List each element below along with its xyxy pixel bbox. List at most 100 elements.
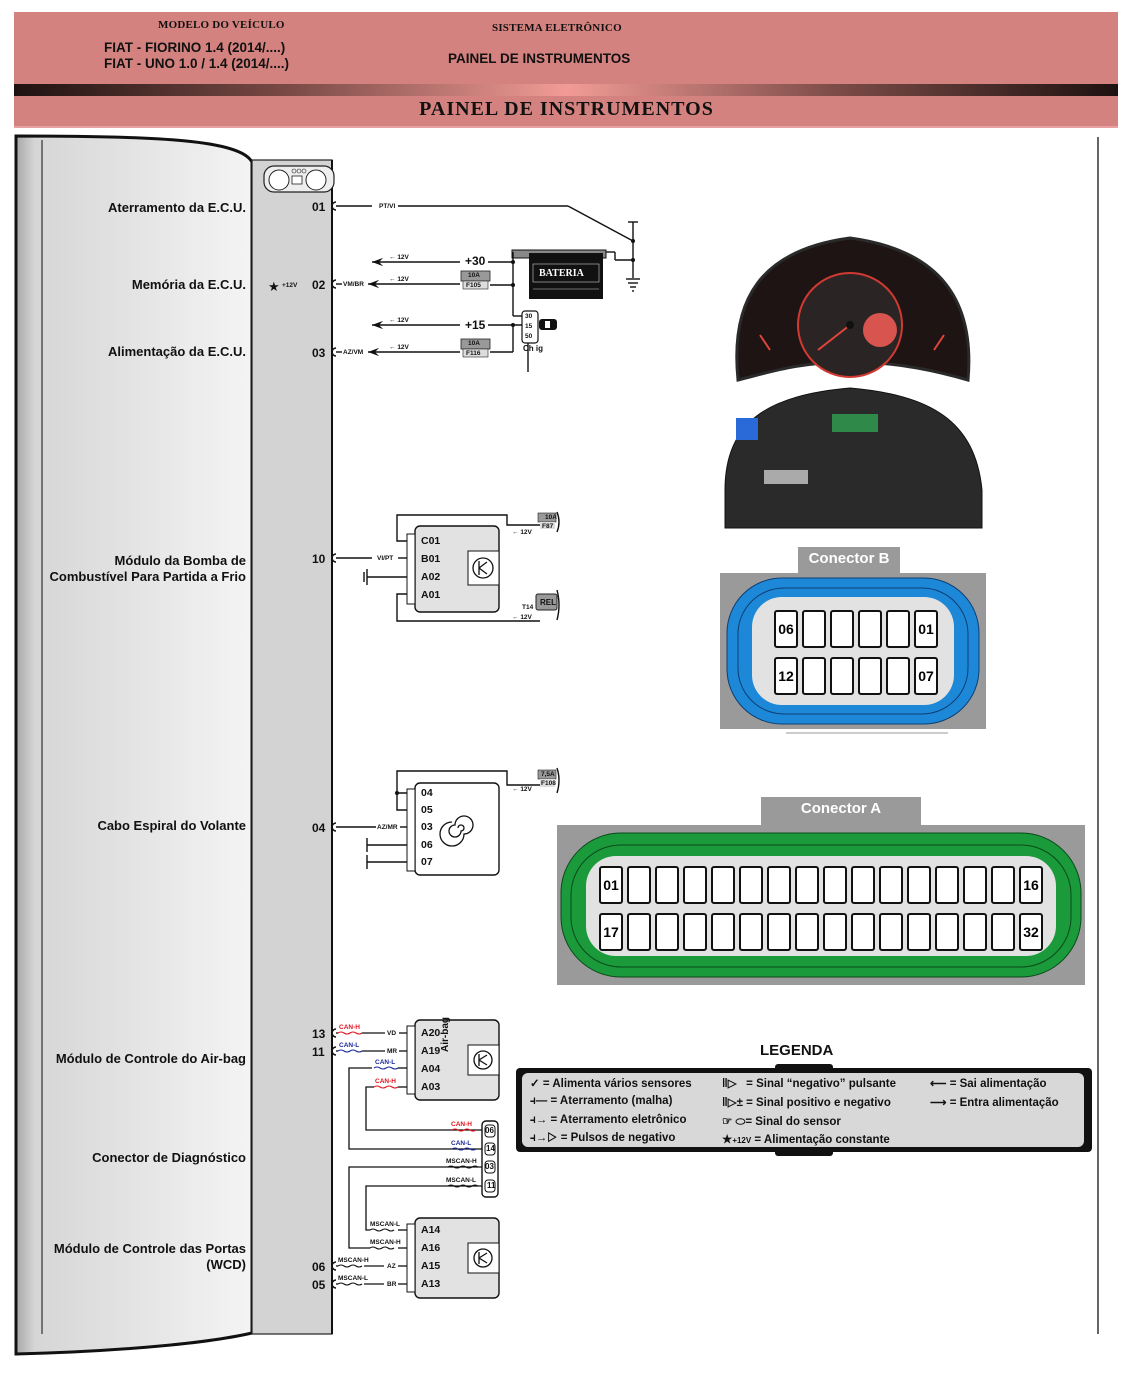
connector-pin-cavity	[858, 610, 882, 648]
diag-pin-03: 03	[485, 1162, 494, 1171]
connector-pin-cavity	[1019, 866, 1043, 904]
battery-label: BATERIA	[539, 268, 584, 279]
fuse-f108-name: F108	[541, 780, 556, 787]
legend-text: = Sinal positivo e negativo	[746, 1097, 891, 1109]
connector-a-diagram	[557, 825, 1085, 985]
diag-pin-11: 11	[487, 1181, 496, 1190]
diag-pin-06: 06	[485, 1126, 494, 1135]
legend-text: = Entra alimentação	[949, 1097, 1059, 1109]
connector-pin-cavity	[599, 913, 623, 951]
label-door-module: Módulo de Controle das Portas (WCD)	[54, 1241, 246, 1273]
pos-neg-signal-icon: ‖▷±	[722, 1097, 743, 1109]
model-caption: MODELO DO VEÍCULO	[158, 19, 285, 31]
connector-pin-cavity	[991, 866, 1015, 904]
connector-pin-cavity	[711, 866, 735, 904]
connector-pin-cavity	[711, 913, 735, 951]
star-icon: ★	[268, 279, 280, 294]
connector-pin-cavity	[851, 913, 875, 951]
legend-text: = Pulsos de negativo	[560, 1132, 676, 1144]
header-banner	[14, 12, 1118, 84]
legend-title: LEGENDA	[760, 1042, 834, 1059]
voltage-value: 12V	[397, 344, 409, 351]
connector-pin-cavity	[935, 866, 959, 904]
legend-item: ⫞→ = Aterramento eletrônico	[530, 1114, 686, 1127]
connector-pin-cavity	[774, 610, 798, 648]
ecu-pin-02: 02	[312, 278, 326, 292]
wire-01-ground	[336, 205, 640, 292]
legend-text: = Sai alimentação	[949, 1078, 1047, 1090]
label-line: Módulo da Bomba de	[114, 553, 246, 568]
voltage-value: 12V	[520, 614, 532, 621]
relay-terminal: T14	[522, 604, 534, 611]
clock-pin-07: 07	[421, 856, 433, 868]
clock-spring-wiring	[336, 767, 560, 869]
ign-terminal-30: 30	[525, 313, 533, 320]
legend-item: ✓ = Alimenta vários sensores	[530, 1076, 692, 1090]
ignition-switch-label: Ch ig	[523, 344, 543, 353]
airbag-module-name: Air-bag	[440, 1017, 451, 1052]
wire-02-memory	[336, 279, 513, 289]
ecu-pin-04: 04	[312, 821, 326, 835]
line-30-label: +30	[464, 254, 487, 268]
wire-label-03: AZ/VM	[343, 349, 364, 356]
connector-pin-number: 16	[1023, 877, 1039, 893]
door-signal-mscan-l: MSCAN-L	[370, 1221, 400, 1228]
sensor-hand-icon: ☞ ⬭	[722, 1116, 746, 1128]
fuse-f116-name: F116	[466, 350, 481, 357]
connector-pin-cavity	[907, 866, 931, 904]
relay-label: REL	[540, 598, 556, 607]
wire-color-az: AZ	[387, 1263, 396, 1270]
legend-text: = Sinal “negativo” pulsante	[746, 1078, 897, 1090]
fuse-f108	[537, 769, 557, 787]
model-line-2: FIAT - UNO 1.0 / 1.4 (2014/....)	[104, 56, 290, 71]
connector-pin-cavity	[907, 913, 931, 951]
connector-pin-cavity	[802, 657, 826, 695]
label-line: Combustível Para Partida a Frio	[49, 569, 246, 584]
ecu-pin-03: 03	[312, 346, 326, 360]
legend-item: ‖▷± = Sinal positivo e negativo	[722, 1095, 891, 1109]
connector-pin-number: 01	[603, 877, 619, 893]
connector-pin-number: 32	[1023, 924, 1039, 940]
wire-label-02: VM/BR	[343, 281, 364, 288]
wire-color-br: BR	[387, 1281, 397, 1288]
diag-signal-can-h: CAN-H	[451, 1121, 472, 1128]
door-pin-a16: A16	[421, 1242, 441, 1254]
connector-pin-cavity	[830, 610, 854, 648]
connector-pin-cavity	[795, 913, 819, 951]
diagnostic-connector	[481, 1120, 499, 1198]
legend-box	[516, 1064, 1092, 1156]
door-control-module	[406, 1217, 500, 1299]
label-diagnostic-connector: Conector de Diagnóstico	[92, 1150, 246, 1165]
connector-pin-cavity	[599, 866, 623, 904]
connector-pin-cavity	[963, 913, 987, 951]
fuse-f87-rating: 10A	[545, 514, 557, 521]
legend-item: ⟵ = Sai alimentação	[930, 1076, 1047, 1090]
connector-pin-cavity	[991, 913, 1015, 951]
system-name: PAINEL DE INSTRUMENTOS	[448, 51, 631, 66]
voltage-label: ← 12V	[389, 254, 409, 261]
battery-icon	[511, 249, 607, 299]
legend-text: = Aterramento eletrônico	[550, 1114, 687, 1126]
airbag-wiring	[336, 1032, 482, 1285]
ecu-pin-01: 01	[312, 200, 326, 214]
clock-spring-module	[406, 782, 500, 876]
connector-pin-cavity	[655, 913, 679, 951]
wire-label-can-l: CAN-L	[339, 1042, 360, 1049]
fuse-f108-rating: 7,5A	[541, 771, 555, 778]
voltage-label: ← 12V	[389, 344, 409, 351]
line-15-label: +15	[464, 318, 487, 332]
clock-pin-04: 04	[421, 787, 433, 799]
title-bar	[14, 96, 1118, 128]
fuse-f87-name: F87	[542, 523, 554, 530]
instrument-cluster-front-photo	[735, 236, 971, 382]
component-scroll-panel	[14, 134, 254, 1356]
ign-terminal-50: 50	[525, 333, 533, 340]
legend-item: ☞ ⬭= Sinal do sensor	[722, 1114, 841, 1129]
door-signal-mscan-h: MSCAN-H	[370, 1239, 401, 1246]
ground-electronic-icon: ⫞→	[530, 1114, 548, 1126]
connector-pin-cavity	[823, 913, 847, 951]
connector-pin-cavity	[655, 866, 679, 904]
instrument-cluster-rear-photo	[724, 387, 983, 529]
label-fuel-pump-module: Módulo da Bomba de Combustível Para Part…	[49, 553, 246, 585]
